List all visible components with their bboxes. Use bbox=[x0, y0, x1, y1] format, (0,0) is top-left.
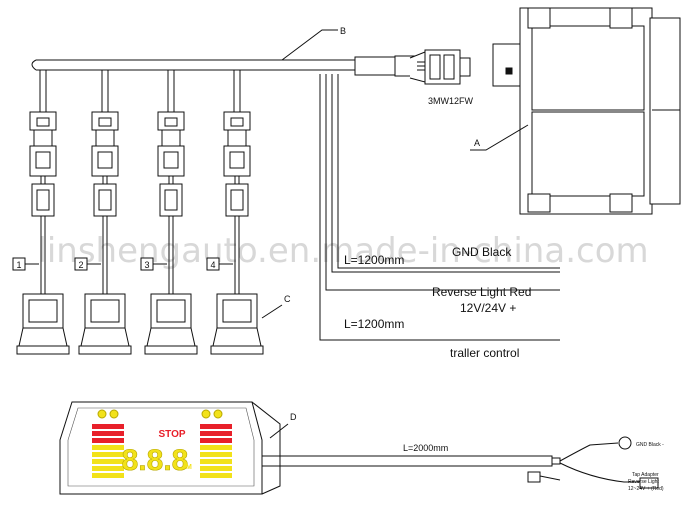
sensor-number: 3 bbox=[144, 260, 149, 270]
distance-bar bbox=[200, 438, 232, 443]
distance-bar bbox=[200, 431, 232, 436]
distance-bar bbox=[200, 473, 232, 478]
indicator-dot bbox=[213, 409, 223, 419]
indicator-dot bbox=[97, 409, 107, 419]
distance-bar bbox=[92, 438, 124, 443]
indicator-dot bbox=[201, 409, 211, 419]
tap-adapter-line1: Reverse Light bbox=[628, 479, 659, 485]
trailer-control-label: traller control bbox=[450, 346, 519, 360]
distance-bars-left bbox=[92, 424, 124, 478]
distance-bar bbox=[200, 466, 232, 471]
sensor-number: 1 bbox=[16, 260, 21, 270]
sensor-number: 4 bbox=[210, 260, 215, 270]
sensor-chain: 4 bbox=[206, 111, 264, 355]
distance-bar bbox=[92, 431, 124, 436]
sensor-chain: 2 bbox=[74, 111, 132, 355]
label-b: B bbox=[340, 26, 346, 36]
sensor-chain: 3 bbox=[140, 111, 198, 355]
distance-bar bbox=[200, 445, 232, 450]
length-label-1: L=1200mm bbox=[344, 253, 404, 267]
reverse-light-label: Reverse Light Red bbox=[432, 285, 531, 299]
label-d: D bbox=[290, 412, 297, 422]
distance-bar bbox=[92, 424, 124, 429]
sensor-chain: 1 bbox=[12, 111, 70, 355]
sensor-number: 2 bbox=[78, 260, 83, 270]
control-module bbox=[470, 7, 681, 215]
display-gnd-label: GND Black - bbox=[636, 442, 664, 448]
sensor-group: 1 2 3 4 bbox=[12, 111, 264, 355]
distance-bar bbox=[200, 452, 232, 457]
harness-connector bbox=[394, 49, 471, 85]
display-unit: STOP 8.8.8 M bbox=[59, 401, 281, 495]
indicator-dot bbox=[109, 409, 119, 419]
distance-bar bbox=[92, 452, 124, 457]
distance-bar bbox=[200, 459, 232, 464]
distance-bar bbox=[92, 445, 124, 450]
label-c: C bbox=[284, 294, 291, 304]
distance-bar bbox=[92, 466, 124, 471]
distance-bar bbox=[92, 459, 124, 464]
display-cable bbox=[262, 436, 659, 489]
main-harness bbox=[31, 29, 560, 341]
stop-text: STOP bbox=[158, 429, 185, 440]
tap-adapter-line2: 12~24V + (Red) bbox=[628, 486, 664, 492]
distance-digits: 8.8.8 bbox=[122, 444, 189, 477]
distance-bar bbox=[92, 473, 124, 478]
gnd-label: GND Black bbox=[452, 245, 512, 259]
label-a: A bbox=[474, 138, 480, 148]
watermark-text: linshengauto.en.made-in-china.com bbox=[37, 231, 648, 271]
connector-part-label: 3MW12FW bbox=[428, 96, 474, 106]
distance-unit: M bbox=[186, 464, 192, 471]
tap-adapter-title: Tap Adapter bbox=[632, 472, 659, 478]
length-label-2: L=1200mm bbox=[344, 317, 404, 331]
voltage-label: 12V/24V + bbox=[460, 301, 516, 315]
distance-bar bbox=[200, 424, 232, 429]
distance-bars-right bbox=[200, 424, 232, 478]
length-label-3: L=2000mm bbox=[403, 443, 448, 453]
